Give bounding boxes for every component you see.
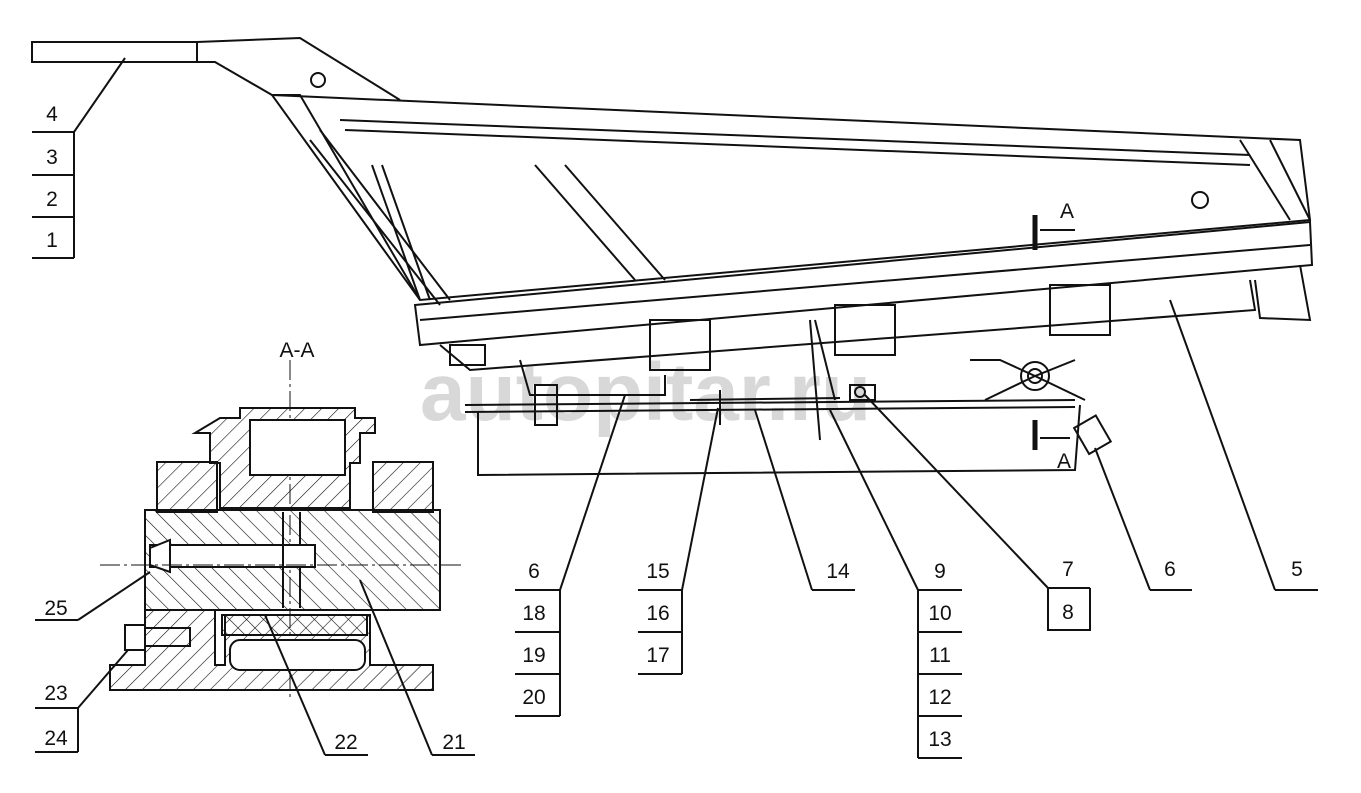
- callout-stack-1-4: 4 3 2 1: [32, 57, 126, 259]
- callout-number: 20: [522, 686, 545, 709]
- callout-number: 21: [442, 731, 465, 754]
- callout-number: 6: [1164, 558, 1176, 581]
- callout-number: 12: [928, 686, 951, 709]
- callout-group-9-13: 9 10 11 12 13: [829, 409, 962, 759]
- callout-number: 18: [522, 602, 545, 625]
- chassis-frame: [464, 390, 1113, 477]
- callout-number: 10: [928, 602, 951, 625]
- callout-number: 17: [646, 644, 669, 667]
- callout-number: 13: [928, 728, 951, 751]
- callout-number: 16: [646, 602, 669, 625]
- callout-number: 2: [46, 188, 58, 211]
- callouts-section: 25 23 24 22 21: [35, 571, 475, 756]
- callout-number: 1: [46, 229, 58, 252]
- callout-number: 15: [646, 560, 669, 583]
- callout-number: A: [1057, 450, 1071, 473]
- callout-number: 23: [44, 682, 67, 705]
- section-marker-top: A: [1032, 200, 1075, 250]
- callout-number: 14: [826, 560, 850, 583]
- callout-number: 4: [46, 103, 58, 126]
- callout-group-6-20: 6 18 19 20: [515, 394, 626, 717]
- callout-number: A-A: [279, 339, 314, 362]
- callout-number: 8: [1062, 601, 1074, 624]
- callout-group-7-8: 7 8: [864, 394, 1091, 631]
- dump-body: [31, 36, 1314, 441]
- callout-number: A: [1060, 200, 1074, 223]
- section-view-a-a: A-A: [100, 339, 465, 700]
- callout-number: 6: [528, 560, 540, 583]
- callout-number: 3: [46, 146, 58, 169]
- callout-group-15-17: 15 16 17: [638, 407, 719, 675]
- section-marker-bottom: A: [1032, 420, 1071, 473]
- callout-number: 22: [334, 731, 357, 754]
- callout-number: 5: [1291, 558, 1303, 581]
- callout-number: 11: [929, 644, 951, 667]
- callout-number: 7: [1062, 558, 1074, 581]
- callout-5: 5: [1169, 299, 1318, 591]
- callout-6-right: 6: [1094, 447, 1192, 591]
- watermark: autopitar.ru: [420, 347, 871, 438]
- callout-number: 25: [44, 597, 67, 620]
- callout-number: 19: [522, 644, 545, 667]
- callout-number: 24: [44, 727, 68, 750]
- callout-14: 14: [754, 409, 855, 591]
- callout-number: 9: [934, 560, 946, 583]
